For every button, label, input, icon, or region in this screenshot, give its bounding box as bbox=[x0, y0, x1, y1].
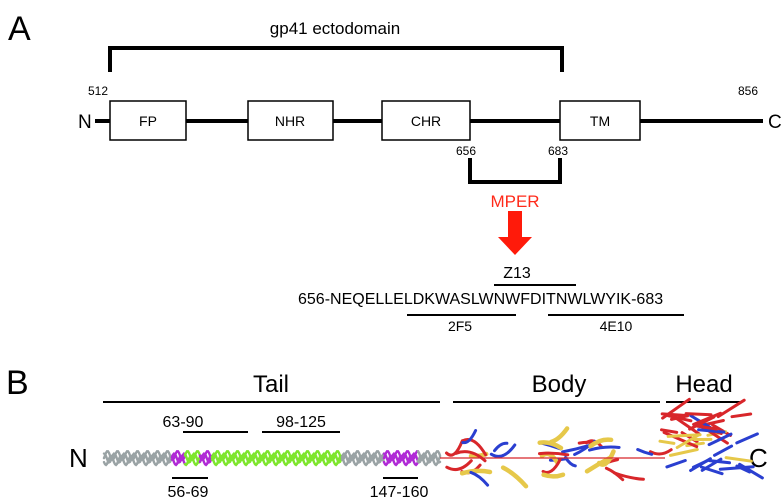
tail-helix-strand bbox=[183, 454, 202, 467]
head-ribbon bbox=[697, 419, 725, 428]
tail-helix-strand bbox=[416, 454, 442, 467]
body-ribbon bbox=[596, 449, 616, 467]
domain-fp-label: FP bbox=[139, 113, 157, 129]
head-ribbon bbox=[713, 444, 734, 457]
tail-helix-strand bbox=[210, 452, 264, 464]
body-ribbon bbox=[537, 440, 564, 451]
body-ribbon bbox=[489, 443, 517, 458]
body-ribbon bbox=[548, 426, 570, 445]
head-ribbon bbox=[697, 428, 726, 434]
position-start: 512 bbox=[88, 84, 108, 98]
domain-nhr: NHR bbox=[247, 100, 334, 141]
head-ribbon bbox=[658, 439, 676, 445]
head-ribbon bbox=[707, 432, 733, 447]
domain-tm-label: TM bbox=[590, 113, 610, 129]
epitope-4e10-label: 4E10 bbox=[600, 318, 633, 334]
head-ribbon bbox=[666, 433, 702, 438]
epitope-z13-label: Z13 bbox=[503, 265, 531, 282]
ectodomain-label: gp41 ectodomain bbox=[270, 19, 400, 38]
body-ribbon bbox=[445, 459, 473, 472]
head-ribbon bbox=[735, 464, 752, 474]
range-63-90-label: 63-90 bbox=[163, 414, 204, 431]
epitope-2f5-label: 2F5 bbox=[448, 318, 472, 334]
head-ribbon bbox=[695, 424, 719, 431]
tail-helix-strand bbox=[260, 454, 344, 467]
domain-nhr-label: NHR bbox=[275, 113, 305, 129]
panel-a-label: A bbox=[8, 10, 31, 48]
body-domain bbox=[440, 426, 673, 489]
tail-coiled-coil bbox=[102, 450, 442, 467]
body-ribbon bbox=[461, 429, 478, 445]
head-ribbon bbox=[718, 465, 755, 471]
body-ribbon bbox=[577, 440, 595, 445]
c-terminus-b: C bbox=[749, 443, 768, 473]
domain-tm: TM bbox=[559, 100, 641, 141]
tail-helix-strand bbox=[210, 454, 264, 467]
head-ribbon bbox=[735, 432, 759, 445]
body-ribbon bbox=[469, 470, 490, 487]
tail-helix-strand bbox=[102, 454, 174, 467]
body-ribbon bbox=[500, 465, 529, 489]
head-ribbon bbox=[675, 417, 701, 436]
body-ribbon bbox=[538, 451, 570, 457]
head-ribbon bbox=[716, 398, 746, 419]
domain-chr: CHR bbox=[381, 100, 471, 141]
tail-helix-strand bbox=[340, 454, 386, 467]
mper-start-position: 656 bbox=[456, 144, 476, 158]
n-terminus-b: N bbox=[69, 443, 88, 473]
position-end: 856 bbox=[738, 84, 758, 98]
body-ribbon bbox=[454, 450, 487, 463]
body-ribbon bbox=[588, 437, 614, 449]
body-ribbon bbox=[648, 448, 673, 456]
body-ribbon bbox=[461, 438, 488, 457]
head-ribbon bbox=[660, 428, 679, 434]
head-ribbon bbox=[684, 412, 713, 417]
body-ribbon bbox=[636, 448, 654, 456]
mper-bracket bbox=[468, 158, 562, 184]
body-ribbon bbox=[541, 458, 562, 474]
tail-helix-strand bbox=[340, 452, 386, 464]
body-ribbon bbox=[445, 439, 464, 457]
tail-helix-strand bbox=[382, 454, 420, 467]
region-body-label: Body bbox=[532, 371, 587, 398]
body-ribbon bbox=[604, 466, 625, 482]
mper-end-position: 683 bbox=[548, 144, 568, 158]
head-ribbon bbox=[692, 411, 723, 426]
range-56-69-label: 56-69 bbox=[168, 484, 209, 500]
head-ribbon bbox=[670, 414, 690, 421]
domain-fp: FP bbox=[109, 100, 187, 141]
mper-arrow bbox=[498, 211, 532, 255]
head-ribbon bbox=[730, 412, 753, 419]
c-terminus-a: C bbox=[768, 112, 782, 133]
head-ribbon bbox=[724, 456, 753, 463]
body-ribbon bbox=[588, 445, 621, 452]
head-ribbon bbox=[738, 462, 764, 480]
range-98-125-label: 98-125 bbox=[276, 414, 326, 431]
mper-label: MPER bbox=[490, 192, 539, 211]
protein-structure bbox=[102, 397, 764, 489]
ectodomain-bracket bbox=[108, 46, 564, 72]
panel-b-label: B bbox=[6, 364, 29, 402]
head-ribbon bbox=[711, 423, 732, 437]
n-terminus-a: N bbox=[78, 112, 92, 133]
body-ribbon bbox=[493, 441, 509, 453]
range-147-160-label: 147-160 bbox=[370, 484, 429, 500]
head-ribbon bbox=[675, 433, 701, 449]
tail-helix-strand bbox=[198, 454, 214, 467]
body-ribbon bbox=[564, 456, 577, 468]
domain-chr-label: CHR bbox=[411, 113, 441, 129]
head-domain bbox=[658, 397, 764, 480]
region-tail-label: Tail bbox=[253, 371, 289, 398]
head-ribbon bbox=[669, 448, 699, 457]
region-head-label: Head bbox=[675, 371, 732, 398]
tail-helix-strand bbox=[170, 454, 187, 467]
head-ribbon bbox=[699, 465, 724, 476]
head-ribbon bbox=[689, 457, 712, 472]
mper-sequence: 656-NEQELLELDKWASLWNWFDITNWLWYIK-683 bbox=[298, 291, 663, 308]
body-ribbon bbox=[541, 472, 566, 479]
body-ribbon bbox=[459, 468, 493, 476]
head-ribbon bbox=[708, 459, 731, 465]
head-ribbon bbox=[665, 459, 687, 469]
